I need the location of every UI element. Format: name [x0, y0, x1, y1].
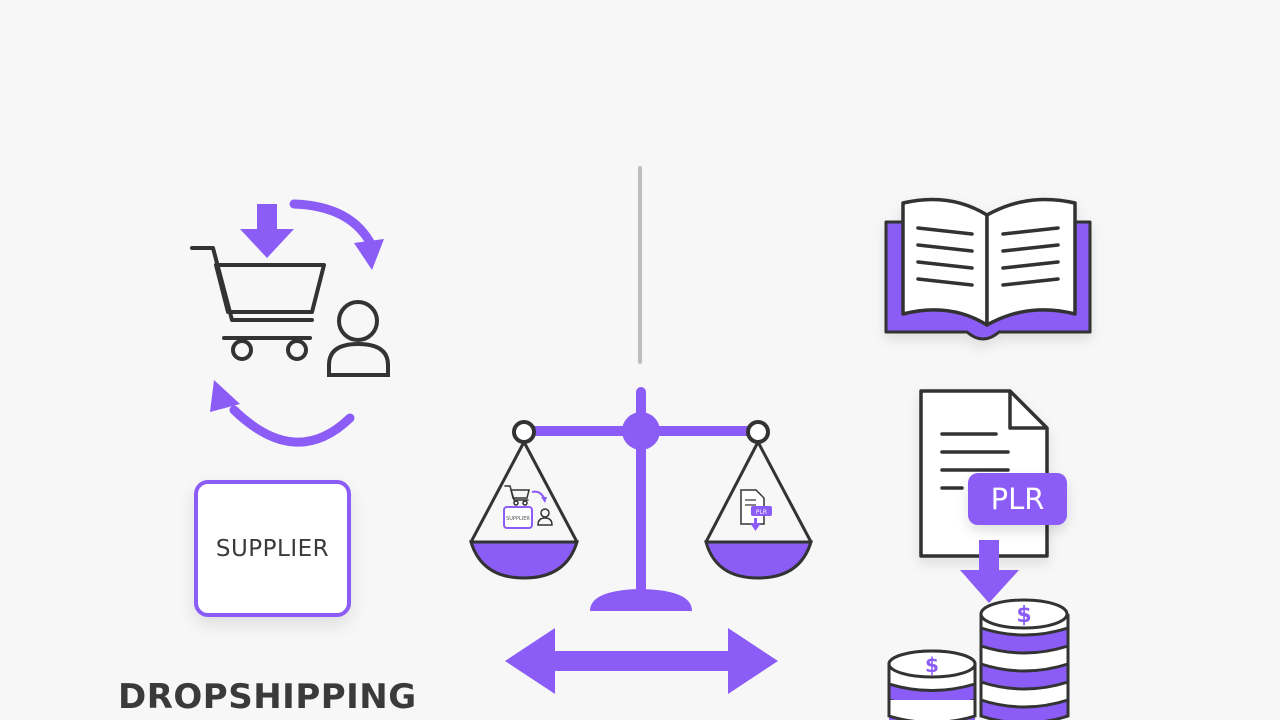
balance-scale-icon: [468, 387, 814, 611]
mini-plr-label: PLR: [756, 509, 767, 516]
mini-supplier-label: SUPPLIER: [506, 516, 530, 522]
down-arrow-icon: [240, 204, 294, 258]
mini-shopping-cart-icon: [504, 485, 530, 506]
svg-text:$: $: [925, 653, 939, 677]
plr-label: PLR: [990, 482, 1045, 516]
plr-badge: PLR: [968, 473, 1067, 525]
mini-document-icon: PLR: [740, 489, 772, 531]
coin-stack-icon: $ $: [887, 598, 1070, 720]
svg-text:$: $: [1016, 603, 1031, 628]
supplier-box: SUPPLIER: [194, 480, 351, 617]
shopping-cart-icon: [190, 246, 326, 361]
open-book-icon: [884, 197, 1092, 341]
plr-down-arrow-icon: [960, 540, 1019, 603]
supplier-label: SUPPLIER: [215, 535, 330, 562]
mini-supplier-badge: SUPPLIER: [503, 506, 533, 529]
mini-user-icon: [537, 508, 553, 526]
dropshipping-title: DROPSHIPPING: [118, 677, 417, 717]
double-headed-arrow-icon: [505, 628, 778, 694]
mini-cycle-arrow-icon: [531, 490, 547, 503]
user-icon: [327, 300, 390, 377]
cycle-arrows-icon: [210, 199, 384, 447]
